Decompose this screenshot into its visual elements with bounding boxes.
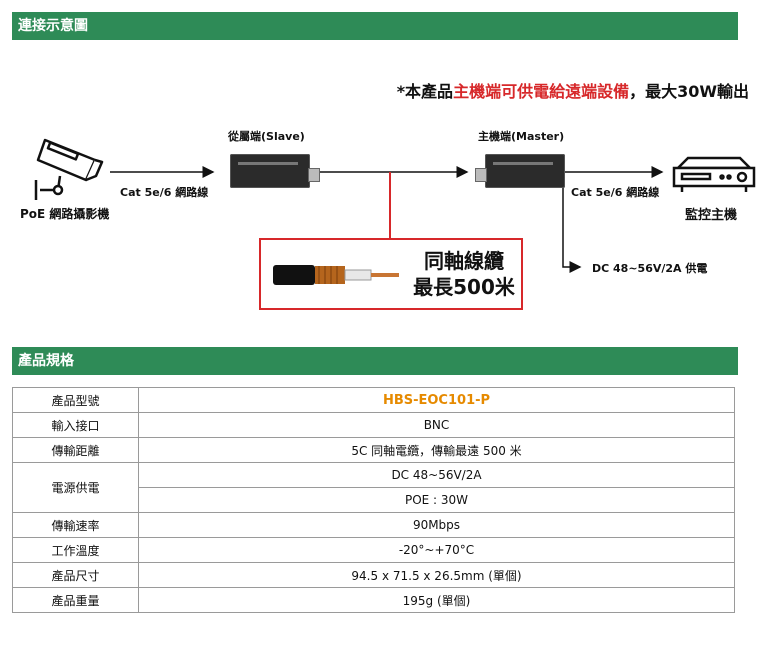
note-prefix: *本產品 xyxy=(396,82,454,101)
section-title: 產品規格 xyxy=(18,353,74,369)
table-row: 產品型號 HBS-EOC101-P xyxy=(12,387,735,413)
spec-table: 產品型號 HBS-EOC101-P 輸入接口 BNC 傳輸距離 5C 同軸電纜，… xyxy=(12,387,735,613)
spec-key: 輸入接口 xyxy=(12,412,139,438)
section-title: 連接示意圖 xyxy=(18,18,88,34)
spec-key: 產品型號 xyxy=(12,387,139,413)
master-device xyxy=(475,154,565,188)
camera-label: PoE 網路攝影機 xyxy=(20,207,110,221)
cable-label-right: Cat 5e/6 網路線 xyxy=(571,186,660,199)
section-header-connection: 連接示意圖 xyxy=(12,12,738,40)
table-row: 傳輸速率 90Mbps xyxy=(12,512,735,538)
coax-line2: 最長500米 xyxy=(413,275,515,299)
table-row: 電源供電 DC 48~56V/2A xyxy=(12,462,735,513)
coax-callout: 同軸線纜 最長500米 xyxy=(259,238,523,310)
bnc-connector xyxy=(475,168,487,182)
device-strip xyxy=(493,162,553,165)
coax-cable-icon xyxy=(273,265,399,285)
spec-value: POE : 30W xyxy=(138,487,735,513)
spec-value: 195g (單個) xyxy=(138,587,735,613)
spec-key: 產品重量 xyxy=(12,587,139,613)
spec-key: 工作溫度 xyxy=(12,537,139,563)
spec-key: 電源供電 xyxy=(12,462,139,513)
dvr-label: 監控主機 xyxy=(685,208,738,223)
coax-line1: 同軸線纜 xyxy=(424,249,504,273)
note-highlight: 主機端可供電給遠端設備 xyxy=(453,82,630,101)
table-row: 傳輸距離 5C 同軸電纜，傳輸最遠 500 米 xyxy=(12,437,735,463)
dvr-icon xyxy=(672,156,756,192)
power-arrow xyxy=(562,172,582,273)
table-row: 工作溫度 -20°~+70°C xyxy=(12,537,735,563)
slave-device xyxy=(230,154,320,188)
master-label: 主機端(Master) xyxy=(478,130,565,143)
spec-value: 94.5 x 71.5 x 26.5mm (單個) xyxy=(138,562,735,588)
slave-label: 從屬端(Slave) xyxy=(228,130,305,143)
table-row: 產品尺寸 94.5 x 71.5 x 26.5mm (單個) xyxy=(12,562,735,588)
spec-value: 5C 同軸電纜，傳輸最遠 500 米 xyxy=(138,437,735,463)
table-row: 產品重量 195g (單個) xyxy=(12,587,735,613)
spec-key: 產品尺寸 xyxy=(12,562,139,588)
note-suffix: ，最大30W輸出 xyxy=(629,82,749,101)
power-label: DC 48~56V/2A 供電 xyxy=(592,262,708,275)
spec-value: DC 48~56V/2A xyxy=(138,462,735,488)
device-strip xyxy=(238,162,298,165)
coax-text: 同軸線纜 最長500米 xyxy=(409,248,519,300)
spec-value: -20°~+70°C xyxy=(138,537,735,563)
spec-key: 傳輸距離 xyxy=(12,437,139,463)
spec-key: 傳輸速率 xyxy=(12,512,139,538)
spec-value: 90Mbps xyxy=(138,512,735,538)
spec-value: BNC xyxy=(138,412,735,438)
bnc-connector xyxy=(308,168,320,182)
connection-diagram xyxy=(34,138,756,273)
cable-label-left: Cat 5e/6 網路線 xyxy=(120,186,209,199)
spec-value-model: HBS-EOC101-P xyxy=(138,387,735,413)
table-row: 輸入接口 BNC xyxy=(12,412,735,438)
section-header-specs: 產品規格 xyxy=(12,347,738,375)
power-note: *本產品主機端可供電給遠端設備，最大30W輸出 xyxy=(397,78,749,102)
camera-icon xyxy=(34,138,104,200)
